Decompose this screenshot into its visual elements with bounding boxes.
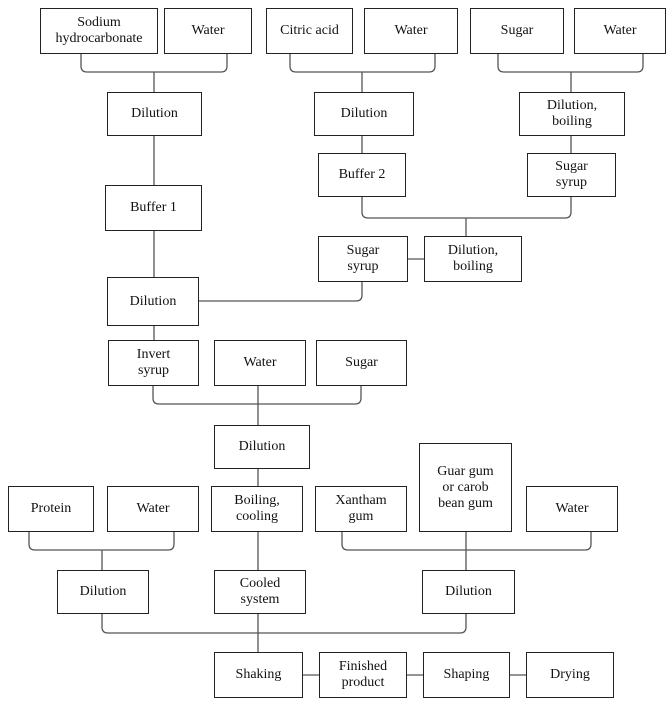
node-dilution-1: Dilution	[107, 92, 202, 136]
node-dilution-2: Dilution	[314, 92, 414, 136]
node-dilution-boiling-1: Dilution, boiling	[519, 92, 625, 136]
node-water-6: Water	[526, 486, 618, 532]
node-citric-acid: Citric acid	[266, 8, 353, 54]
node-water-2: Water	[364, 8, 458, 54]
node-sugar-syrup-2: Sugar syrup	[318, 236, 408, 282]
node-dilution-6: Dilution	[422, 570, 515, 614]
node-buffer-2: Buffer 2	[318, 153, 406, 197]
connector-merge-citric-water	[289, 53, 436, 73]
node-sugar-1: Sugar	[470, 8, 564, 54]
connector-merge-sodium-water	[80, 53, 228, 73]
node-invert-syrup: Invert syrup	[108, 340, 199, 386]
node-sugar-2: Sugar	[316, 340, 407, 386]
node-finished-product: Finished product	[319, 652, 407, 698]
node-sodium-hydrocarbonate: Sodium hydrocarbonate	[40, 8, 158, 54]
connector-merge-invert-water-sugar	[152, 385, 362, 405]
node-water-1: Water	[164, 8, 252, 54]
node-drying: Drying	[526, 652, 614, 698]
node-dilution-boiling-2: Dilution, boiling	[424, 236, 522, 282]
node-xantham-gum: Xantham gum	[315, 486, 407, 532]
node-water-3: Water	[574, 8, 666, 54]
node-water-4: Water	[214, 340, 306, 386]
node-guar-gum: Guar gum or carob bean gum	[419, 443, 512, 532]
connector-merge-sugar-water	[497, 53, 644, 73]
connector-merge-buffer2-syrup	[361, 196, 572, 219]
node-cooled-system: Cooled system	[214, 570, 306, 614]
node-shaking: Shaking	[214, 652, 303, 698]
node-buffer-1: Buffer 1	[105, 185, 202, 231]
node-dilution-3: Dilution	[107, 277, 199, 326]
node-water-5: Water	[107, 486, 199, 532]
node-boiling-cooling: Boiling, cooling	[211, 486, 303, 532]
node-dilution-5: Dilution	[57, 570, 149, 614]
node-dilution-4: Dilution	[214, 425, 310, 469]
connector-sugar-syrup-2-to-dilution-3	[198, 281, 363, 302]
connector-merge-to-shaking	[101, 613, 467, 634]
node-protein: Protein	[8, 486, 94, 532]
node-sugar-syrup-1: Sugar syrup	[527, 153, 616, 197]
node-shaping: Shaping	[423, 652, 510, 698]
connector-merge-protein-water	[28, 531, 175, 551]
